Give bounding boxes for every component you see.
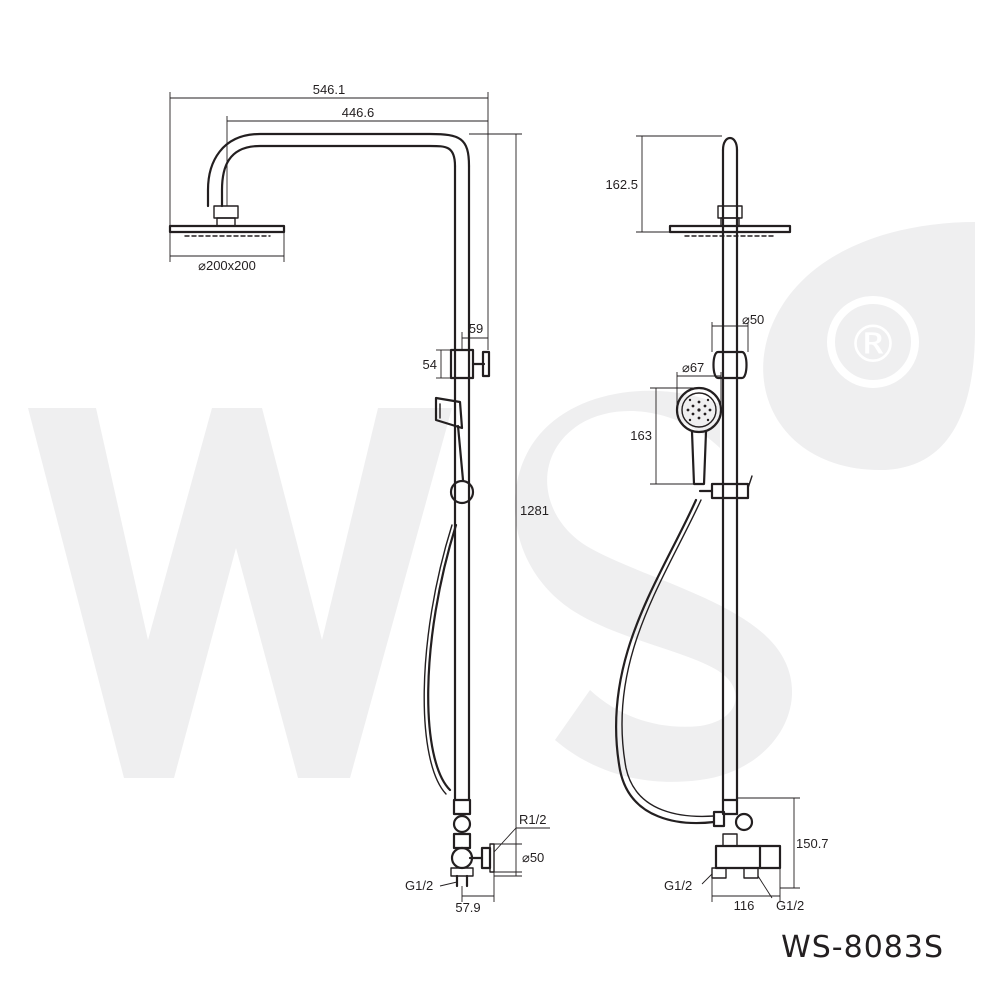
dim-holder-height: 54 — [423, 357, 437, 372]
arm-inner — [206, 132, 471, 208]
dim-mixer-width: 116 — [734, 898, 755, 913]
lower-slider-screw — [747, 475, 753, 489]
hand-shower-nozzles — [686, 398, 712, 422]
hand-shower-ring — [681, 392, 717, 428]
hose-outer — [427, 523, 458, 792]
dim-arm-reach: 446.6 — [342, 105, 375, 120]
wall-plate — [489, 843, 495, 873]
dim-holder-depth: 59 — [469, 321, 483, 336]
slider-ball — [449, 479, 475, 505]
watermark-letter-w — [28, 408, 452, 778]
dim-arm-total: 546.1 — [313, 82, 346, 97]
watermark-registered-ring — [827, 296, 919, 388]
wall-flange — [480, 846, 492, 870]
dim-head-drop: 162.5 — [605, 177, 638, 192]
watermark-logo: ® — [28, 222, 975, 782]
dim-inlet-thread: R1/2 — [519, 812, 546, 827]
front-diverter — [721, 798, 739, 816]
dim-total-height: 1281 — [520, 503, 549, 518]
side-view: 546.1 446.6 ⌀200x200 59 54 1281 — [168, 82, 550, 915]
front-hose-nut — [712, 810, 726, 828]
rain-head-plate — [168, 224, 286, 234]
head-connector-nut — [213, 205, 239, 219]
dim-mixer-inlet-left: G1/2 — [664, 878, 692, 893]
front-head-nut — [717, 205, 743, 219]
dim-outlet-thread: G1/2 — [405, 878, 433, 893]
head-connector-joint — [216, 217, 236, 227]
watermark-leaf — [763, 222, 975, 470]
inlet-left-front — [711, 867, 727, 879]
dim-head-size: ⌀200x200 — [198, 258, 256, 273]
watermark-registered-mark: ® — [847, 315, 899, 375]
front-diverter-knob — [734, 812, 754, 832]
diverter-knob — [452, 814, 472, 834]
mixer-body-front — [714, 844, 782, 870]
hand-shower-head — [434, 396, 464, 430]
front-rain-head — [668, 224, 792, 234]
hand-shower-handle-front — [690, 430, 708, 486]
dim-mixer-offset: 57.9 — [455, 900, 480, 915]
hand-shower-handle — [456, 424, 465, 482]
mixer-neck — [722, 833, 738, 847]
holder-knob — [481, 350, 491, 378]
front-hose-inner — [621, 499, 715, 818]
side-dimensions: 546.1 446.6 ⌀200x200 59 54 1281 — [169, 82, 550, 915]
inlet-right-front — [743, 867, 759, 879]
front-dimensions: 162.5 ⌀50 ⌀67 163 150.7 G1/2 — [605, 135, 829, 913]
front-holder — [712, 350, 748, 380]
model-number: WS-8083S — [781, 930, 944, 965]
lower-slider — [710, 482, 750, 500]
dim-slider-dia: ⌀50 — [742, 312, 764, 327]
diverter-nut — [452, 798, 472, 816]
mixer-base — [450, 867, 474, 877]
front-view: 162.5 ⌀50 ⌀67 163 150.7 G1/2 — [605, 135, 829, 913]
mixer-upper — [452, 832, 472, 850]
dim-mixer-height: 150.7 — [796, 836, 829, 851]
dim-hand-length: 163 — [630, 428, 652, 443]
front-riser-cap — [721, 136, 739, 152]
dim-hand-head-dia: ⌀67 — [682, 360, 704, 375]
dim-mixer-inlet-right: G1/2 — [776, 898, 804, 913]
arm-outer — [220, 144, 457, 208]
dim-flange-dia: ⌀50 — [522, 850, 544, 865]
front-hose-outer — [615, 498, 716, 825]
hose-inner — [423, 524, 453, 795]
